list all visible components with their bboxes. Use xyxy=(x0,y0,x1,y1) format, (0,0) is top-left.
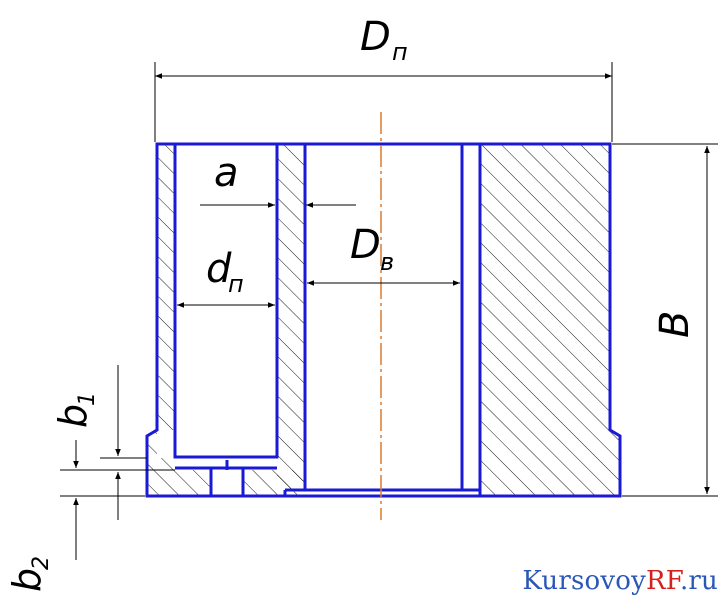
svg-text:b: b xyxy=(5,568,49,592)
label-d-hole: d п xyxy=(206,246,244,298)
label-b2: b 2 xyxy=(5,556,54,592)
label-D-outer: D п xyxy=(360,14,408,66)
svg-text:D: D xyxy=(350,222,381,268)
svg-text:п: п xyxy=(228,270,244,298)
dimension-lines xyxy=(60,62,718,560)
svg-text:п: п xyxy=(392,38,408,66)
svg-text:D: D xyxy=(360,14,391,60)
svg-text:2: 2 xyxy=(29,556,54,570)
svg-text:d: d xyxy=(206,246,232,292)
label-D-inner: D в xyxy=(350,222,394,276)
label-a: a xyxy=(214,150,239,196)
watermark-part2: RF xyxy=(645,566,680,596)
svg-text:1: 1 xyxy=(75,392,100,406)
part-outline xyxy=(145,142,622,498)
watermark: KursovoyRF.ru xyxy=(522,566,718,596)
svg-text:b: b xyxy=(51,404,95,428)
svg-text:в: в xyxy=(380,248,394,276)
section-hatching xyxy=(147,144,620,496)
watermark-part1: Kursovoy xyxy=(522,566,646,596)
label-B: B xyxy=(652,311,698,338)
watermark-part3: .ru xyxy=(679,566,718,596)
label-b1: b 1 xyxy=(51,392,100,428)
